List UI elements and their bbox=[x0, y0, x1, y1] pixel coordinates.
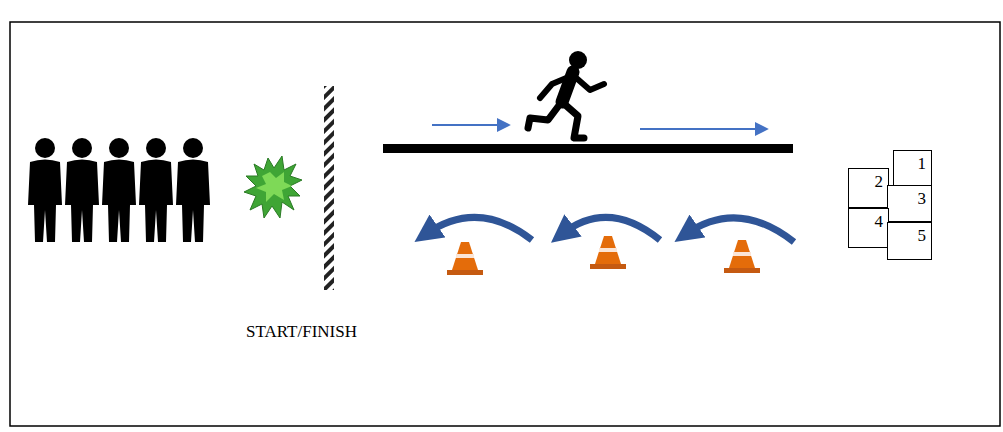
player-silhouette bbox=[139, 138, 173, 242]
numbered-box: 2 bbox=[848, 168, 889, 208]
running-lane bbox=[383, 144, 793, 153]
box-number: 5 bbox=[918, 227, 927, 245]
start-finish-line bbox=[324, 86, 334, 290]
traffic-cone bbox=[590, 236, 626, 269]
waiting-players bbox=[28, 138, 210, 242]
numbered-box: 1 bbox=[893, 150, 932, 186]
player-silhouette bbox=[65, 138, 99, 242]
direction-arrow bbox=[640, 128, 766, 130]
player-silhouette bbox=[176, 138, 210, 242]
traffic-cone bbox=[447, 242, 483, 275]
player-silhouette bbox=[28, 138, 62, 242]
curved-arrow bbox=[426, 217, 532, 240]
cones bbox=[447, 236, 760, 275]
box-number: 1 bbox=[918, 155, 927, 173]
numbered-box: 3 bbox=[887, 185, 932, 222]
box-number: 2 bbox=[875, 173, 884, 191]
box-number: 4 bbox=[875, 213, 884, 231]
line-label: START/FINISH bbox=[246, 322, 357, 342]
traffic-cone bbox=[724, 240, 760, 273]
frame-border bbox=[10, 22, 1000, 426]
box-number: 3 bbox=[918, 190, 927, 208]
direction-arrow bbox=[432, 124, 508, 126]
curved-arrow bbox=[686, 218, 794, 242]
green-bush bbox=[244, 156, 302, 218]
numbered-box: 5 bbox=[887, 222, 932, 260]
numbered-box: 4 bbox=[848, 208, 889, 248]
player-silhouette bbox=[102, 138, 136, 242]
runner-silhouette bbox=[528, 51, 604, 138]
